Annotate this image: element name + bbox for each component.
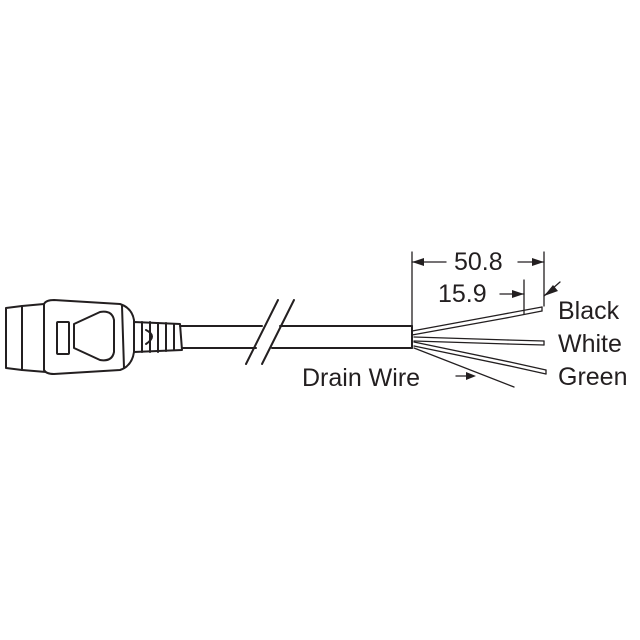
conductor-green-strand	[509, 361, 547, 371]
strain-relief-notch	[145, 329, 153, 345]
dimension-overall-value: 50.8	[454, 248, 503, 276]
connector-slot	[56, 321, 70, 355]
conductor-green	[413, 345, 511, 367]
cable-break-line	[261, 299, 295, 365]
conductor-green-strand	[509, 365, 547, 375]
conductor-white-strand	[507, 339, 545, 342]
conductor-black-strand	[503, 306, 543, 315]
connector-front-shell	[5, 303, 47, 373]
conductor-black	[411, 317, 507, 336]
label-black: Black	[558, 297, 620, 325]
arrowhead	[544, 285, 558, 296]
connector-grip-ridge	[121, 305, 125, 369]
cable-break-line	[245, 299, 279, 365]
conductor-white-strand	[507, 343, 545, 346]
cable	[179, 299, 413, 365]
connector-inner-outline	[73, 310, 115, 362]
arrowhead	[512, 290, 524, 298]
label-green: Green	[558, 363, 627, 391]
conductor-white	[413, 336, 509, 341]
conductor-white	[413, 340, 509, 345]
drain-wire-pointer	[455, 372, 476, 380]
label-white: White	[558, 330, 622, 358]
conductors	[411, 306, 547, 388]
conductor-black	[411, 313, 505, 332]
arrowhead	[466, 372, 476, 380]
connector	[5, 299, 135, 375]
dimension-jacket-value: 15.9	[438, 280, 487, 308]
label-drain-wire: Drain Wire	[302, 364, 420, 392]
conductor-green	[413, 341, 511, 363]
dimension-overall: 50.8	[411, 248, 545, 327]
arrowhead	[532, 258, 544, 266]
strain-relief	[133, 321, 183, 353]
arrowhead	[412, 258, 424, 266]
dimension-jacket: 15.9	[438, 279, 561, 315]
drain-wire	[413, 347, 515, 388]
